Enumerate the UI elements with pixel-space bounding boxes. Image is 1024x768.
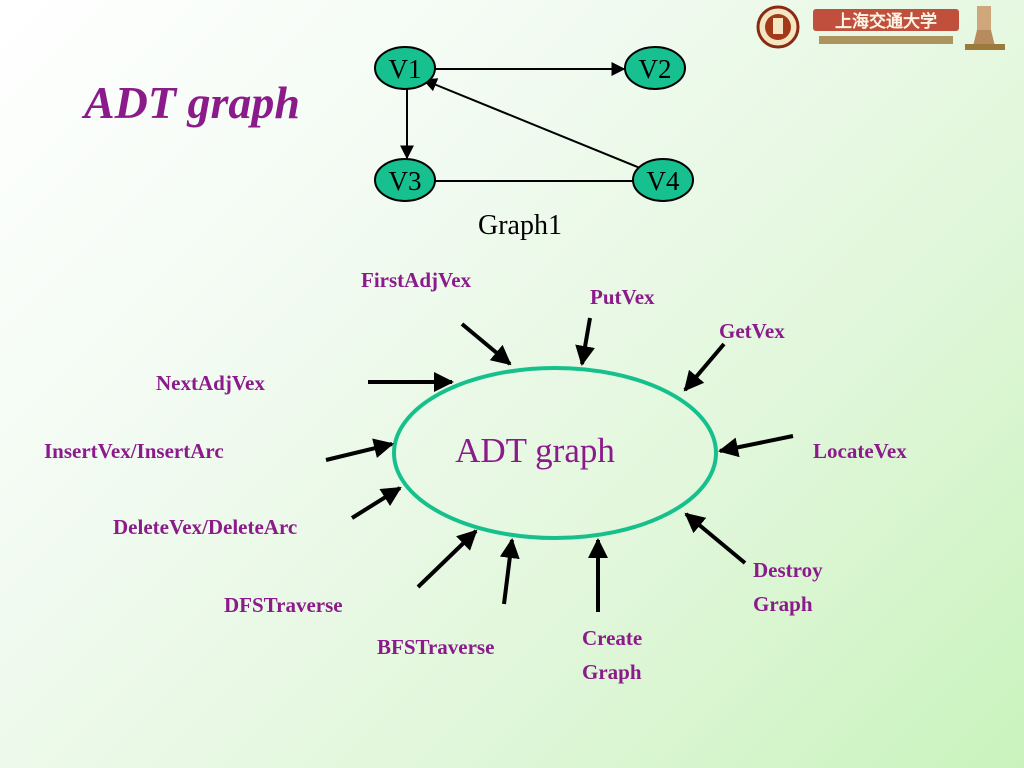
svg-text:上海交通大学: 上海交通大学 <box>835 11 937 32</box>
logo-wordmark: 上海交通大学 <box>813 9 959 44</box>
arrow-destroy-graph <box>684 512 747 565</box>
op-insert-vex-arc: InsertVex/InsertArc <box>44 439 224 463</box>
op-destroy-graph-line1: Destroy <box>753 558 823 582</box>
university-emblem-icon <box>756 5 800 49</box>
arrow-bfs-traverse <box>499 538 520 605</box>
university-logo: 上海交通大学 <box>756 5 1005 50</box>
op-destroy-graph: Destroy Graph <box>753 553 823 621</box>
op-next-adj-vex: NextAdjVex <box>156 371 265 395</box>
arrow-insert-vex-arc <box>325 438 394 462</box>
svg-text:V4: V4 <box>647 166 680 196</box>
op-create-graph-line2: Graph <box>582 660 642 684</box>
graph1-caption: Graph1 <box>478 210 562 241</box>
adt-center-label: ADT graph <box>455 431 615 470</box>
adt-ellipse <box>392 366 718 540</box>
op-delete-vex-arc: DeleteVex/DeleteArc <box>113 515 298 539</box>
tower-icon <box>965 6 1005 50</box>
op-dfs-traverse: DFSTraverse <box>224 593 343 617</box>
arrow-delete-vex-arc <box>350 486 402 520</box>
op-put-vex: PutVex <box>590 285 655 309</box>
node-v3: V3 <box>374 158 436 202</box>
op-get-vex: GetVex <box>719 319 785 343</box>
op-create-graph: Create Graph <box>582 621 642 689</box>
node-v2: V2 <box>624 46 686 90</box>
op-destroy-graph-line2: Graph <box>753 592 813 616</box>
svg-text:V3: V3 <box>389 166 422 196</box>
node-v1: V1 <box>374 46 436 90</box>
arrow-first-adj-vex <box>460 322 512 366</box>
op-create-graph-line1: Create <box>582 626 643 650</box>
arrow-get-vex <box>683 342 726 392</box>
op-bfs-traverse: BFSTraverse <box>377 635 495 659</box>
arrow-put-vex <box>575 317 595 366</box>
arrow-locate-vex <box>718 434 794 458</box>
svg-text:V2: V2 <box>639 54 672 84</box>
op-first-adj-vex: FirstAdjVex <box>361 268 472 292</box>
node-v4: V4 <box>632 158 694 202</box>
slide-title: ADT graph <box>84 77 300 128</box>
edge-v4-v1 <box>422 78 641 169</box>
svg-text:V1: V1 <box>389 54 422 84</box>
op-locate-vex: LocateVex <box>813 439 907 463</box>
arrow-dfs-traverse <box>416 529 478 589</box>
